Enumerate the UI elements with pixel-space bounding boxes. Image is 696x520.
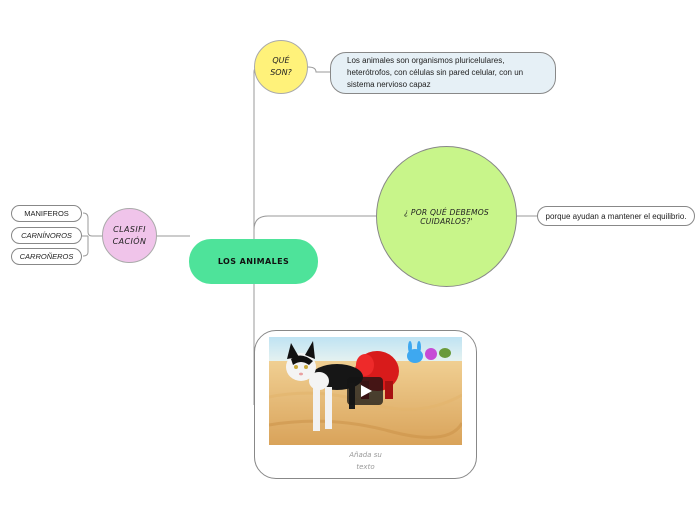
definition-text: Los animales son organismos pluricelular… <box>347 56 524 89</box>
media-caption-line2: texto <box>356 463 375 471</box>
clasificacion-label-line1: CLASIFI <box>113 224 146 234</box>
connector-que-definition <box>307 66 331 73</box>
que-son-label-line2: SON? <box>270 68 292 77</box>
por-que-answer-text: porque ayudan a mantener el equilibrio. <box>545 211 687 221</box>
por-que-node[interactable]: ¿ POR QUÉ DEBEMOS CUIDARLOS?' <box>376 146 517 287</box>
leaf-carninoros-label: CARNÍNOROS <box>21 231 72 240</box>
media-caption[interactable]: Añada su texto <box>255 449 476 473</box>
leaf-carroneros[interactable]: CARROÑEROS <box>11 248 82 265</box>
media-node[interactable]: Añada su texto <box>254 330 477 479</box>
clasificacion-label-line2: CACIÓN <box>112 236 147 246</box>
central-topic-node[interactable]: LOS ANIMALES <box>189 239 318 284</box>
leaf-maniferos-label: MANIFEROS <box>24 209 69 218</box>
play-icon[interactable] <box>347 377 383 405</box>
definition-node[interactable]: Los animales son organismos pluricelular… <box>330 52 556 94</box>
que-son-node[interactable]: QUÉ SON? <box>254 40 308 94</box>
video-thumbnail[interactable] <box>269 337 462 445</box>
media-caption-line1: Añada su <box>349 451 382 459</box>
clasificacion-node[interactable]: CLASIFI CACIÓN <box>102 208 157 263</box>
connector-to-que <box>253 66 262 262</box>
connector-clas-leaves <box>82 212 102 257</box>
que-son-label-line1: QUÉ <box>272 56 290 65</box>
leaf-carroneros-label: CARROÑEROS <box>19 252 74 261</box>
central-topic-label: LOS ANIMALES <box>217 257 290 266</box>
por-que-answer-node[interactable]: porque ayudan a mantener el equilibrio. <box>537 206 695 226</box>
connector-to-why <box>253 215 377 231</box>
leaf-maniferos[interactable]: MANIFEROS <box>11 205 82 222</box>
leaf-carninoros[interactable]: CARNÍNOROS <box>11 227 82 244</box>
por-que-label: ¿ POR QUÉ DEBEMOS CUIDARLOS?' <box>404 207 489 226</box>
